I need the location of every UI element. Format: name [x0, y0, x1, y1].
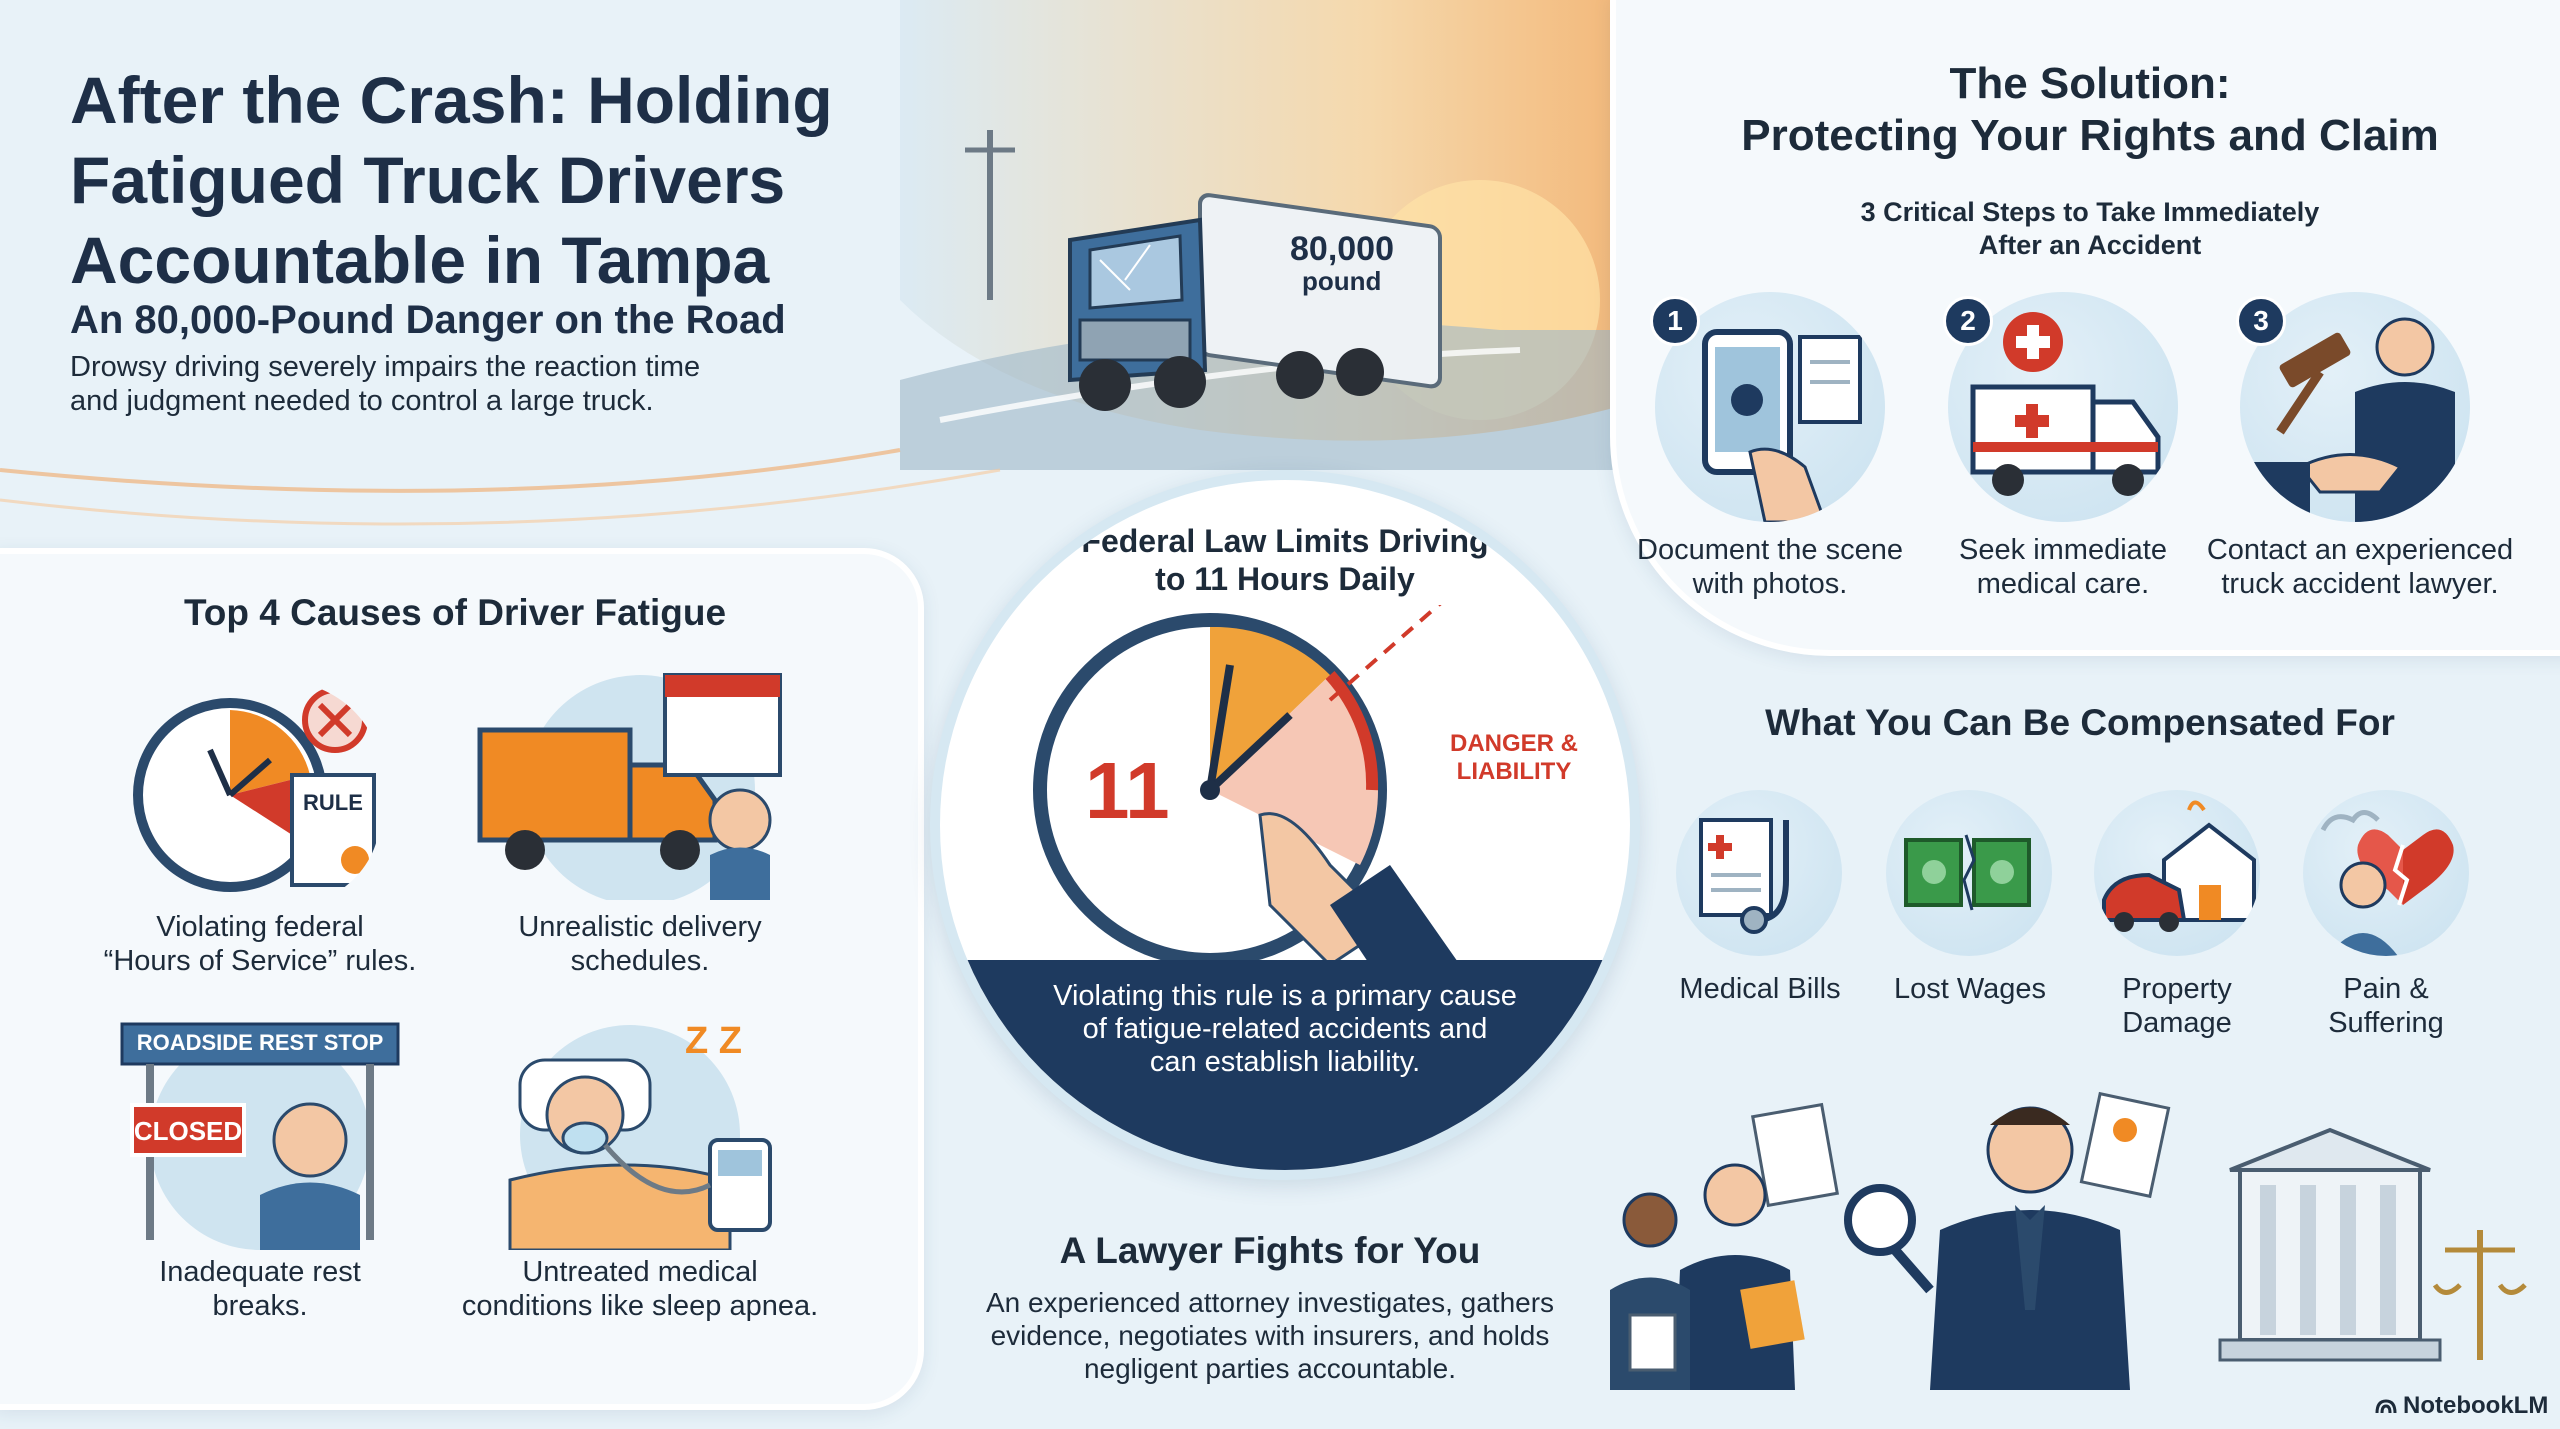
step-2-line-1: Seek immediate: [1959, 534, 2167, 566]
cause-1-line-1: Violating federal: [156, 911, 364, 943]
compensation-1-line-1: Medical Bills: [1679, 973, 1841, 1005]
lawyer-title: A Lawyer Fights for You: [1059, 1230, 1481, 1271]
step-ambulance-icon: [1948, 292, 2178, 522]
truck-label-2: pound: [1302, 266, 1381, 296]
cause-2-caption: Unrealistic delivery schedules.: [450, 910, 830, 978]
medical-bills-icon: [1676, 790, 1842, 956]
header-description: Drowsy driving severely impairs the reac…: [70, 350, 700, 418]
pain-suffering-icon: [2303, 790, 2469, 956]
step-1-line-1: Document the scene: [1637, 534, 1903, 566]
federal-note-line-2: of fatigue-related accidents and: [1082, 1013, 1488, 1045]
solution-subtitle-line-2: After an Accident: [1978, 230, 2202, 260]
compensation-1-caption: Medical Bills: [1640, 972, 1880, 1006]
sleep-zz: Z Z: [685, 1020, 742, 1062]
clock-illustration: [1033, 605, 1460, 965]
step-1-caption: Document the scene with photos.: [1620, 533, 1920, 601]
cause-1-caption: Violating federal “Hours of Service” rul…: [70, 910, 450, 978]
solution-title-line-1: The Solution:: [1949, 59, 2231, 108]
step-3-line-1: Contact an experienced: [2206, 534, 2514, 566]
compensation-4-line-1: Pain &: [2343, 973, 2429, 1005]
title-line-2: Fatigued Truck Drivers: [70, 143, 786, 217]
brand-name: NotebookLM: [2403, 1392, 2549, 1419]
cause-schedule-icon: [470, 670, 810, 905]
step-3-caption: Contact an experienced truck accident la…: [2190, 533, 2530, 601]
lawyer-description: An experienced attorney investigates, ga…: [930, 1286, 1610, 1385]
notebooklm-logo-icon: [2375, 1399, 2397, 1414]
solution-subtitle-line-1: 3 Critical Steps to Take Immediately: [1860, 197, 2320, 227]
cause-4-line-1: Untreated medical: [522, 1256, 758, 1288]
lawyer-team-illustration: [1610, 1091, 2527, 1390]
header-desc-line-1: Drowsy driving severely impairs the reac…: [70, 351, 701, 383]
clock-number: 11: [1085, 746, 1170, 835]
step-3-badge: 3: [2236, 296, 2286, 346]
compensation-3-caption: Property Damage: [2057, 972, 2297, 1040]
lost-wages-icon: [1886, 790, 2052, 956]
danger-line-2: LIABILITY: [1456, 758, 1572, 785]
header-subtitle: An 80,000-Pound Danger on the Road: [70, 298, 786, 342]
cause-sleep-apnea-icon: Z Z: [490, 1020, 790, 1252]
danger-liability-label: DANGER & LIABILITY: [1450, 730, 1578, 786]
cause-rest-stop-icon: ROADSIDE REST STOP CLOSED: [110, 1010, 410, 1250]
solution-title-line-2: Protecting Your Rights and Claim: [1741, 111, 2439, 160]
causes-title: Top 4 Causes of Driver Fatigue: [183, 592, 727, 633]
compensation-3-line-1: Property: [2122, 973, 2232, 1005]
closed-sign: CLOSED: [133, 1116, 243, 1146]
federal-note-line-3: can establish liability.: [1149, 1046, 1421, 1078]
federal-note-line-1: Violating this rule is a primary cause: [1053, 980, 1517, 1012]
cause-2-line-2: schedules.: [570, 945, 710, 977]
federal-law-circle: Federal Law Limits Driving to 11 Hours D…: [930, 470, 1640, 1180]
step-3-line-2: truck accident lawyer.: [2221, 568, 2499, 600]
compensation-2-line-1: Lost Wages: [1893, 973, 2047, 1005]
cause-4-caption: Untreated medical conditions like sleep …: [440, 1255, 840, 1323]
compensation-4-line-2: Suffering: [2328, 1007, 2444, 1039]
truck-illustration: 80,000 pound: [1068, 193, 1442, 411]
solution-title: The Solution: Protecting Your Rights and…: [1660, 58, 2520, 162]
cause-4-line-2: conditions like sleep apnea.: [461, 1290, 819, 1322]
cause-1-line-2: “Hours of Service” rules.: [103, 945, 417, 977]
cause-3-line-1: Inadequate rest: [159, 1256, 361, 1288]
page-title: After the Crash: Holding Fatigued Truck …: [70, 60, 970, 300]
header-desc-line-2: and judgment needed to control a large t…: [70, 385, 654, 417]
rest-stop-sign: ROADSIDE REST STOP: [136, 1030, 384, 1055]
cause-3-line-2: breaks.: [212, 1290, 308, 1322]
rule-tag: RULE: [303, 790, 363, 815]
compensation-2-caption: Lost Wages: [1850, 972, 2090, 1006]
title-line-1: After the Crash: Holding: [70, 63, 833, 137]
step-2-caption: Seek immediate medical care.: [1913, 533, 2213, 601]
step-2-line-2: medical care.: [1976, 568, 2150, 600]
step-1-line-2: with photos.: [1692, 568, 1848, 600]
step-2-badge: 2: [1943, 296, 1993, 346]
truck-label-1: 80,000: [1290, 230, 1394, 268]
lawyer-line-3: negligent parties accountable.: [1083, 1353, 1457, 1384]
property-damage-icon: [2094, 790, 2260, 956]
danger-line-1: DANGER &: [1450, 730, 1579, 757]
lawyer-line-1: An experienced attorney investigates, ga…: [985, 1287, 1555, 1318]
title-line-3: Accountable in Tampa: [70, 223, 770, 297]
federal-note: Violating this rule is a primary cause o…: [940, 980, 1630, 1079]
compensation-3-line-2: Damage: [2122, 1007, 2232, 1039]
lawyer-line-2: evidence, negotiates with insurers, and …: [990, 1320, 1550, 1351]
federal-title-line-2: to 11 Hours Daily: [1155, 561, 1415, 597]
step-photo-icon: [1655, 292, 1885, 522]
step-1-badge: 1: [1650, 296, 1700, 346]
compensation-title: What You Can Be Compensated For: [1765, 702, 2395, 743]
compensation-4-caption: Pain & Suffering: [2266, 972, 2506, 1040]
cause-2-line-1: Unrealistic delivery: [518, 911, 762, 943]
federal-note-band: [940, 960, 1630, 1170]
solution-subtitle: 3 Critical Steps to Take Immediately Aft…: [1660, 196, 2520, 262]
cause-hours-icon: RULE: [120, 680, 380, 910]
federal-law-title: Federal Law Limits Driving to 11 Hours D…: [940, 522, 1630, 598]
cause-3-caption: Inadequate rest breaks.: [70, 1255, 450, 1323]
federal-title-line-1: Federal Law Limits Driving: [1081, 523, 1489, 559]
brand-badge: NotebookLM: [2375, 1392, 2548, 1420]
